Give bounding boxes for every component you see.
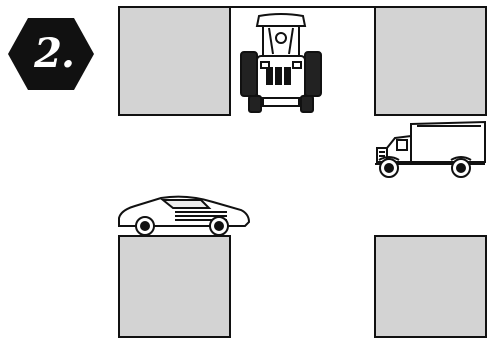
badge-label: 2. (16, 26, 92, 82)
intersection-scene (115, 6, 487, 338)
block-bottom-right (374, 235, 487, 338)
tractor-icon (233, 12, 329, 114)
block-bottom-left (118, 235, 231, 338)
block-top-left (118, 6, 231, 116)
block-top-right (374, 6, 487, 116)
number-badge: 2. (6, 14, 96, 94)
car-icon (117, 192, 251, 236)
truck-icon (373, 118, 487, 182)
